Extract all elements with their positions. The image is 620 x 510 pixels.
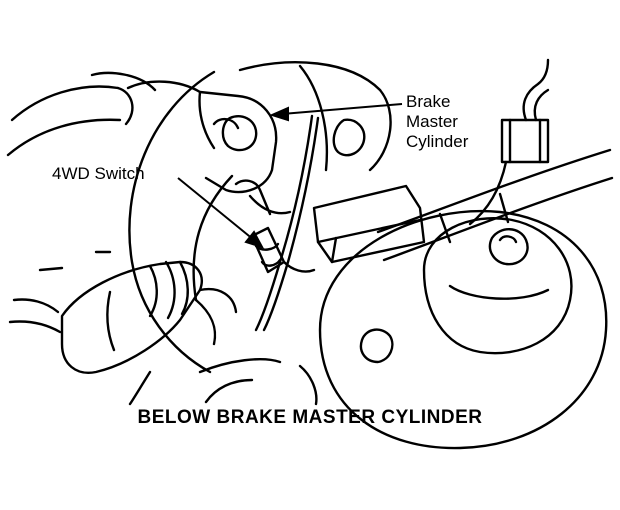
brake-master-cylinder-label: Brake Master Cylinder (406, 92, 468, 152)
master-cylinder-reservoir (238, 61, 392, 172)
hose-end (116, 86, 134, 126)
electrical-connector (500, 118, 550, 164)
strut-tower-base (318, 209, 608, 450)
4wd-switch-label: 4WD Switch (52, 164, 145, 183)
brake-label-line-3: Cylinder (406, 132, 469, 151)
4wd-callout-arrowhead (244, 230, 265, 249)
diagram-caption: BELOW BRAKE MASTER CYLINDER (137, 407, 483, 428)
strut-tower-top (422, 217, 573, 355)
brake-label-line-1: Brake (406, 92, 451, 111)
brake-booster-arc (128, 70, 216, 374)
master-cylinder-body (126, 80, 278, 194)
strut-bolt (359, 328, 394, 364)
frame-rail (376, 148, 612, 234)
brake-callout-arrowhead (269, 106, 289, 122)
upper-hose-2 (6, 118, 122, 157)
4wd-callout-leader (177, 177, 255, 241)
lower-left-boot (60, 260, 203, 374)
strut-nut (488, 228, 529, 266)
brake-line (254, 114, 314, 332)
brake-label-line-2: Master (406, 112, 458, 131)
brake-callout-leader (281, 103, 403, 115)
upper-hose (10, 85, 120, 122)
